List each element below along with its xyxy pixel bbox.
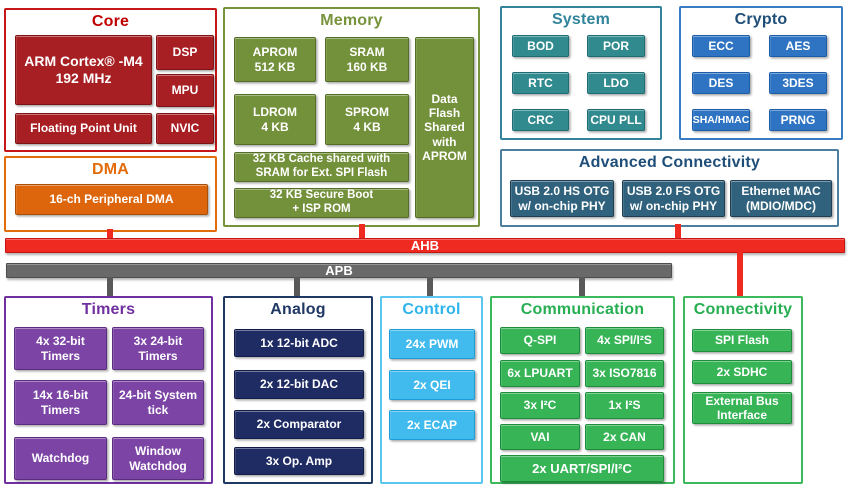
- block-sdhc: 2x SDHC: [692, 360, 792, 384]
- block-dsp: DSP: [156, 35, 214, 70]
- dma-section: DMA 16-ch Peripheral DMA: [4, 156, 217, 232]
- system-section: System BOD POR RTC LDO CRC CPU PLL: [500, 6, 662, 140]
- block-qspi: Q-SPI: [500, 327, 580, 354]
- block-adc: 1x 12-bit ADC: [234, 329, 364, 357]
- block-data-flash: Data Flash Shared with APROM: [415, 37, 474, 218]
- block-ecc: ECC: [692, 35, 750, 57]
- connector-dma-to-ahb: [107, 229, 113, 239]
- dma-title: DMA: [91, 161, 130, 178]
- connector-apb-to-timers: [107, 277, 113, 297]
- ahb-bus: AHB: [5, 238, 845, 253]
- block-ethernet-mac: Ethernet MAC (MDIO/MDC): [730, 180, 832, 217]
- block-24bit-timers: 3x 24-bit Timers: [112, 327, 204, 370]
- timers-title: Timers: [81, 301, 136, 318]
- block-crc: CRC: [512, 109, 569, 131]
- block-cpu-pll: CPU PLL: [587, 109, 645, 131]
- block-dac: 2x 12-bit DAC: [234, 370, 364, 399]
- block-mpu: MPU: [156, 74, 214, 107]
- block-bod: BOD: [512, 35, 569, 57]
- memory-title: Memory: [320, 12, 383, 29]
- block-sram: SRAM 160 KB: [325, 37, 409, 82]
- crypto-section: Crypto ECC AES DES 3DES SHA/HMAC PRNG: [679, 6, 843, 140]
- connectivity-title: Connectivity: [693, 301, 793, 318]
- timers-section: Timers 4x 32-bit Timers 3x 24-bit Timers…: [4, 296, 213, 484]
- block-vai: VAI: [500, 424, 580, 450]
- connector-apb-to-analog: [294, 277, 300, 297]
- block-aes: AES: [769, 35, 827, 57]
- block-nvic: NVIC: [156, 113, 214, 144]
- block-qei: 2x QEI: [389, 370, 475, 400]
- connector-apb-to-control: [427, 277, 433, 297]
- block-aprom: APROM 512 KB: [234, 37, 316, 82]
- block-comparator: 2x Comparator: [234, 410, 364, 439]
- block-usb-hs-otg: USB 2.0 HS OTG w/ on-chip PHY: [510, 180, 614, 217]
- advanced-connectivity-section: Advanced Connectivity USB 2.0 HS OTG w/ …: [500, 149, 839, 227]
- connector-apb-to-communication: [579, 277, 585, 297]
- block-prng: PRNG: [769, 109, 827, 131]
- block-3des: 3DES: [769, 72, 827, 94]
- core-section: Core ARM Cortex® -M4 192 MHz DSP MPU Flo…: [4, 8, 217, 152]
- block-cache: 32 KB Cache shared with SRAM for Ext. SP…: [234, 152, 409, 182]
- control-title: Control: [402, 301, 461, 318]
- analog-title: Analog: [270, 301, 326, 318]
- memory-section: Memory APROM 512 KB SRAM 160 KB LDROM 4 …: [223, 7, 480, 227]
- block-sprom: SPROM 4 KB: [325, 94, 409, 145]
- block-i2c: 3x I²C: [500, 392, 580, 419]
- control-section: Control 24x PWM 2x QEI 2x ECAP: [380, 296, 483, 484]
- block-32bit-timers: 4x 32-bit Timers: [14, 327, 107, 370]
- block-ldo: LDO: [587, 72, 645, 94]
- analog-section: Analog 1x 12-bit ADC 2x 12-bit DAC 2x Co…: [223, 296, 373, 484]
- apb-bus: APB: [6, 263, 672, 278]
- crypto-title: Crypto: [734, 11, 788, 28]
- block-watchdog: Watchdog: [14, 437, 107, 480]
- block-arm-cortex-m4: ARM Cortex® -M4 192 MHz: [15, 35, 152, 105]
- connector-ahb-to-connectivity: [737, 252, 743, 297]
- block-sha-hmac: SHA/HMAC: [692, 109, 750, 131]
- block-rtc: RTC: [512, 72, 569, 94]
- communication-title: Communication: [520, 301, 645, 318]
- block-por: POR: [587, 35, 645, 57]
- ahb-bus-label: AHB: [410, 238, 440, 253]
- block-i2s: 1x I²S: [585, 392, 664, 419]
- block-external-bus-interface: External Bus Interface: [692, 392, 792, 424]
- connector-advconn-to-ahb: [675, 224, 681, 239]
- communication-section: Communication Q-SPI 4x SPI/I²S 6x LPUART…: [490, 296, 675, 484]
- block-peripheral-dma: 16-ch Peripheral DMA: [15, 184, 208, 215]
- block-ldrom: LDROM 4 KB: [234, 94, 316, 145]
- block-can: 2x CAN: [585, 424, 664, 450]
- block-secure-boot-rom: 32 KB Secure Boot + ISP ROM: [234, 188, 409, 218]
- connectivity-section: Connectivity SPI Flash 2x SDHC External …: [683, 296, 803, 484]
- block-usb-fs-otg: USB 2.0 FS OTG w/ on-chip PHY: [622, 180, 725, 217]
- block-spi-flash: SPI Flash: [692, 329, 792, 352]
- block-ecap: 2x ECAP: [389, 410, 475, 440]
- block-systick: 24-bit System tick: [112, 380, 204, 425]
- block-des: DES: [692, 72, 750, 94]
- block-iso7816: 3x ISO7816: [585, 360, 664, 387]
- block-opamp: 3x Op. Amp: [234, 447, 364, 475]
- apb-bus-label: APB: [325, 263, 353, 278]
- block-lpuart: 6x LPUART: [500, 360, 580, 387]
- block-window-watchdog: Window Watchdog: [112, 437, 204, 480]
- connector-memory-to-ahb: [359, 224, 365, 239]
- block-spi-i2s: 4x SPI/I²S: [585, 327, 664, 354]
- block-uart-spi-i2c: 2x UART/SPI/I²C: [500, 455, 664, 482]
- block-16bit-timers: 14x 16-bit Timers: [14, 380, 107, 425]
- system-title: System: [551, 11, 611, 28]
- block-pwm: 24x PWM: [389, 329, 475, 359]
- block-fpu: Floating Point Unit: [15, 113, 152, 144]
- advanced-connectivity-title: Advanced Connectivity: [578, 154, 761, 171]
- core-title: Core: [91, 13, 130, 30]
